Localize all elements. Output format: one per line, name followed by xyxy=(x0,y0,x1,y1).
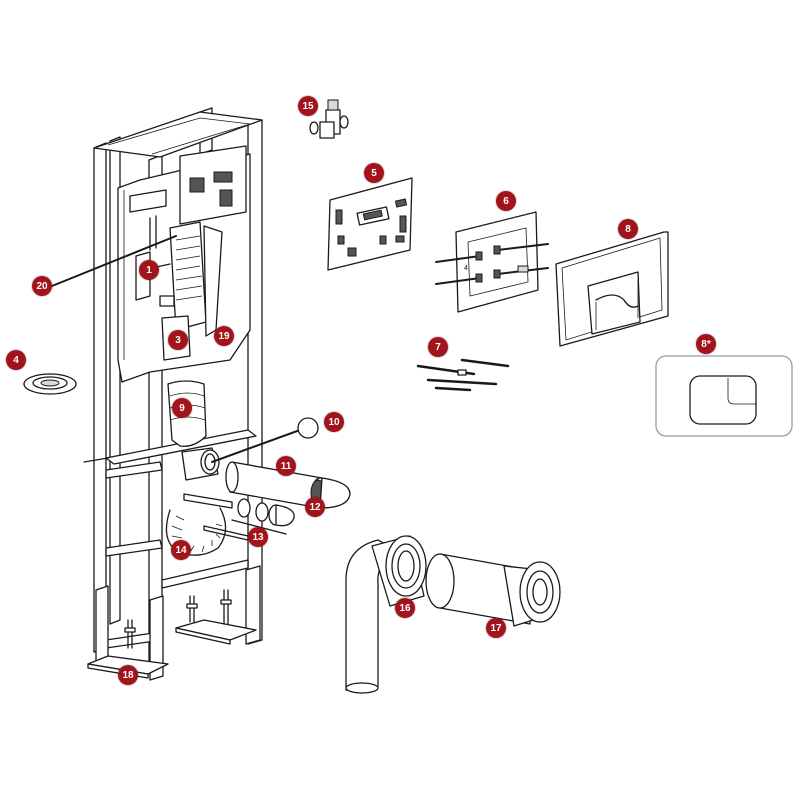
callout-17: 15 xyxy=(298,96,318,116)
mounting-frame xyxy=(327,177,413,271)
rosette-washer xyxy=(23,373,77,395)
pan-connector-bend xyxy=(345,535,427,694)
callout-13: 13 xyxy=(248,527,268,547)
callout-8-star: 8* xyxy=(696,334,716,354)
pan-connector-straight xyxy=(425,553,561,627)
plate-mark: 4 xyxy=(464,265,468,272)
callout-7: 7 xyxy=(428,337,448,357)
callout-9: 9 xyxy=(172,398,192,418)
callout-3: 3 xyxy=(168,330,188,350)
callout-12: 12 xyxy=(305,497,325,517)
flush-plate xyxy=(555,231,669,347)
callout-4: 4 xyxy=(6,350,26,370)
callout-8: 8 xyxy=(618,219,638,239)
callout-10: 10 xyxy=(324,412,344,432)
callout-6: 6 xyxy=(496,191,516,211)
callout-14: 14 xyxy=(171,540,191,560)
seal-ring xyxy=(297,417,319,439)
alt-flush-plate xyxy=(655,355,793,437)
angle-valve xyxy=(309,99,349,139)
callout-20: 20 xyxy=(32,276,52,296)
fixing-rods xyxy=(416,358,510,392)
plate-frame xyxy=(435,211,549,313)
callout-1: 1 xyxy=(139,260,159,280)
frame-screws xyxy=(435,243,549,285)
callout-16: 17 xyxy=(486,618,506,638)
callout-11: 11 xyxy=(276,456,296,476)
callout-15: 16 xyxy=(395,598,415,618)
callout-18: 18 xyxy=(118,665,138,685)
callout-19: 19 xyxy=(214,326,234,346)
callout-5: 5 xyxy=(364,163,384,183)
installation-frame xyxy=(83,107,263,681)
